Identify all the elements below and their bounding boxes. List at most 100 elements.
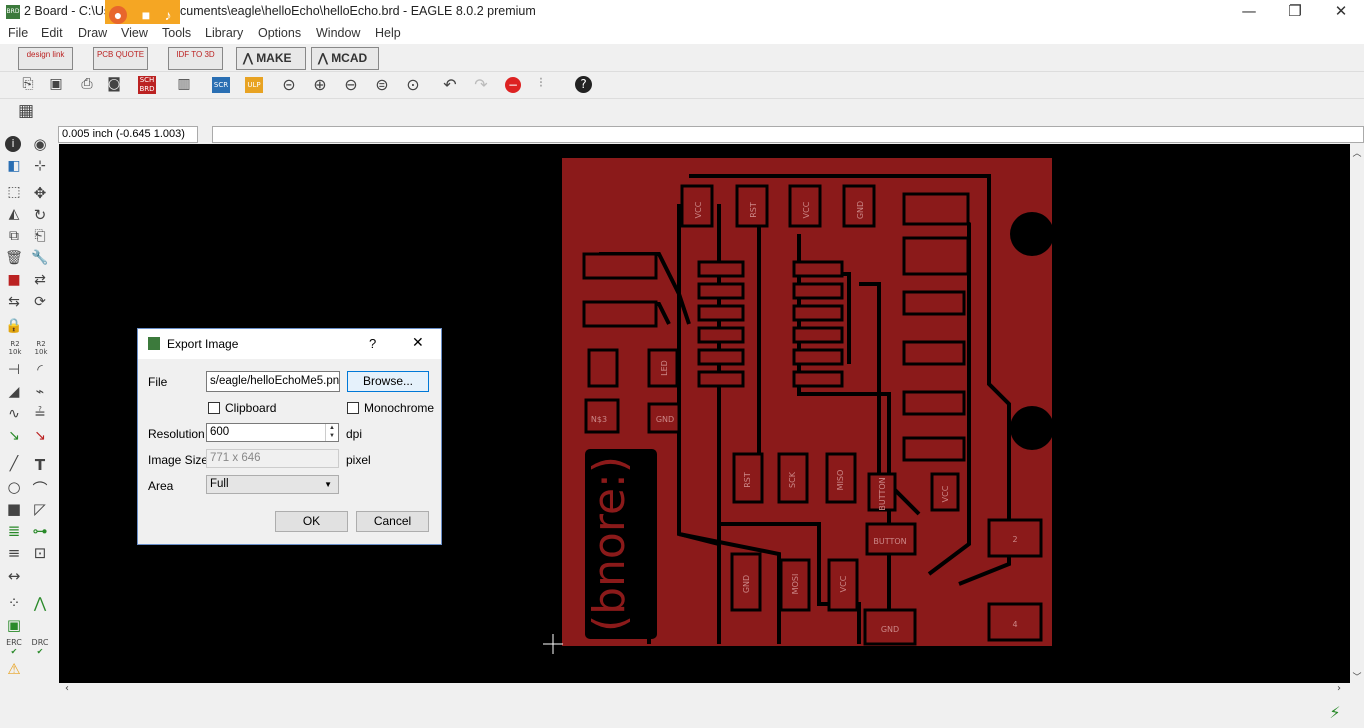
ratsnest-icon[interactable]: ▣ [6, 616, 22, 634]
paste-icon[interactable]: ⎗ [34, 228, 46, 244]
scroll-right-icon[interactable]: › [1337, 683, 1341, 694]
menu-edit[interactable]: Edit [41, 26, 63, 40]
optimize-icon[interactable]: ◢ [8, 384, 20, 400]
split-icon[interactable]: ⊣ [7, 362, 21, 378]
zoom-out-icon[interactable]: ⊖ [344, 75, 358, 94]
menu-window[interactable]: Window [316, 26, 361, 40]
command-line-input[interactable] [212, 126, 1364, 143]
route-airwire-icon[interactable]: ↘ [8, 428, 20, 444]
add-icon[interactable]: ■ [7, 272, 21, 288]
firefox-icon[interactable]: ● [109, 6, 127, 24]
horizontal-scrollbar[interactable]: ‹ › [59, 683, 1350, 697]
ripup-airwire-icon[interactable]: ↘ [34, 428, 46, 444]
monochrome-checkbox[interactable] [347, 402, 359, 414]
rotate-icon[interactable]: ↻ [33, 206, 47, 224]
cancel-button[interactable]: Cancel [356, 511, 429, 532]
menu-library[interactable]: Library [205, 26, 244, 40]
close-window-button[interactable]: ✕ [1334, 2, 1348, 20]
camera-icon[interactable]: ■ [141, 7, 151, 23]
microphone-icon[interactable]: ♪ [164, 7, 172, 23]
scroll-up-icon[interactable]: ︿ [1352, 149, 1362, 159]
wrench-icon[interactable]: 🔧 [31, 250, 49, 266]
zoom-redraw-icon[interactable]: ⊜ [375, 75, 389, 94]
autorouter-icon[interactable]: ⁘ [7, 594, 21, 612]
sch-brd-switch-icon[interactable]: SCH BRD [138, 76, 156, 94]
replace-icon[interactable]: ⇄ [34, 272, 46, 288]
auto-route-icon[interactable]: ⋀ [33, 594, 47, 612]
help-icon[interactable]: ? [575, 76, 592, 93]
mark-icon[interactable]: ⊹ [34, 158, 46, 174]
scroll-down-icon[interactable]: ﹀ [1352, 673, 1362, 683]
ripup-icon[interactable]: ≟ [34, 406, 46, 422]
dialog-close-button[interactable]: ✕ [412, 335, 424, 351]
route-icon[interactable]: ∿ [8, 406, 20, 422]
clipboard-checkbox[interactable] [208, 402, 220, 414]
show-icon[interactable]: ◉ [33, 135, 47, 153]
mcad-button[interactable]: ⋀ MCAD [311, 47, 379, 70]
make-button[interactable]: ⋀ MAKE [236, 47, 306, 70]
smash-icon[interactable]: ⟳ [34, 294, 46, 310]
drc-icon[interactable]: DRC✔ [31, 638, 49, 656]
name-icon[interactable]: R2 10k [8, 340, 22, 356]
browse-button[interactable]: Browse... [347, 371, 429, 392]
rectangle-icon[interactable]: ■ [6, 500, 22, 518]
undo-icon[interactable]: ↶ [443, 75, 457, 94]
ulp-icon[interactable]: ULP [245, 77, 263, 93]
lock-icon[interactable]: 🔒 [5, 318, 23, 334]
zoom-select-icon[interactable]: ⊙ [406, 75, 420, 94]
lightning-icon[interactable]: ⚡ [1329, 703, 1341, 722]
grid-icon[interactable]: ▦ [17, 101, 35, 121]
dialog-help-button[interactable]: ? [369, 336, 377, 351]
mirror-icon[interactable]: ◭ [8, 206, 20, 222]
library-icon[interactable]: ▥ [177, 76, 191, 92]
redo-icon[interactable]: ↷ [474, 75, 488, 94]
resolution-spinner[interactable]: ▲▼ [325, 424, 338, 441]
attribute-icon[interactable]: ⊡ [33, 544, 47, 562]
cam-processor-icon[interactable]: ◙ [107, 76, 121, 92]
menu-options[interactable]: Options [258, 26, 302, 40]
resolution-input[interactable]: 600 [206, 423, 339, 442]
erc-icon[interactable]: ERC✔ [6, 638, 22, 656]
delete-icon[interactable]: 🗑 [5, 250, 23, 266]
move-icon[interactable]: ✥ [33, 184, 47, 202]
via-icon[interactable]: ≣ [7, 522, 21, 540]
select-icon[interactable]: ⬚ [7, 184, 21, 200]
info-icon[interactable]: i [5, 136, 21, 152]
polygon-icon[interactable]: ◸ [34, 500, 46, 518]
menu-help[interactable]: Help [375, 26, 401, 40]
idf-to-3d-button[interactable]: IDF TO 3D [168, 47, 223, 70]
copy-icon[interactable]: ⧉ [9, 228, 19, 244]
restore-button[interactable]: ❐ [1288, 2, 1302, 20]
vertical-scrollbar[interactable]: ︿ ﹀ [1350, 144, 1364, 683]
file-path-input[interactable]: s/eagle/helloEchoMe5.png [206, 371, 340, 392]
menu-file[interactable]: File [8, 26, 29, 40]
warning-icon[interactable]: ⚠ [7, 660, 21, 678]
script-icon[interactable]: SCR [212, 77, 230, 93]
swap-icon[interactable]: ⇆ [8, 294, 20, 310]
dimension-icon[interactable]: ↔ [7, 567, 21, 585]
open-icon[interactable]: ⎘ [22, 76, 34, 92]
scroll-left-icon[interactable]: ‹ [65, 683, 69, 694]
wire-icon[interactable]: ╱ [9, 456, 19, 472]
save-icon[interactable]: ▣ [49, 76, 63, 92]
value-icon[interactable]: R2 10k [34, 340, 48, 356]
stop-icon[interactable]: − [505, 77, 521, 93]
design-link-button[interactable]: design link [18, 47, 73, 70]
miter-icon[interactable]: ◜ [37, 362, 43, 378]
menu-view[interactable]: View [121, 26, 148, 40]
circle-icon[interactable]: ○ [7, 478, 21, 496]
meander-icon[interactable]: ⌁ [35, 384, 45, 400]
go-icon[interactable]: ⁝ [538, 75, 544, 91]
menu-tools[interactable]: Tools [162, 26, 192, 40]
ok-button[interactable]: OK [275, 511, 348, 532]
menu-draw[interactable]: Draw [78, 26, 108, 40]
hole-icon[interactable]: ≡ [7, 544, 21, 562]
arc-icon[interactable]: ⌒ [32, 480, 48, 498]
print-icon[interactable]: ⎙ [81, 76, 93, 92]
minimize-button[interactable]: — [1241, 2, 1257, 20]
text-icon[interactable]: T [34, 456, 46, 474]
pcb-quote-button[interactable]: PCB QUOTE [93, 47, 148, 70]
area-select[interactable]: Full ▼ [206, 475, 339, 494]
zoom-in-icon[interactable]: ⊕ [313, 75, 327, 94]
layer-display-icon[interactable]: ◧ [7, 158, 21, 174]
